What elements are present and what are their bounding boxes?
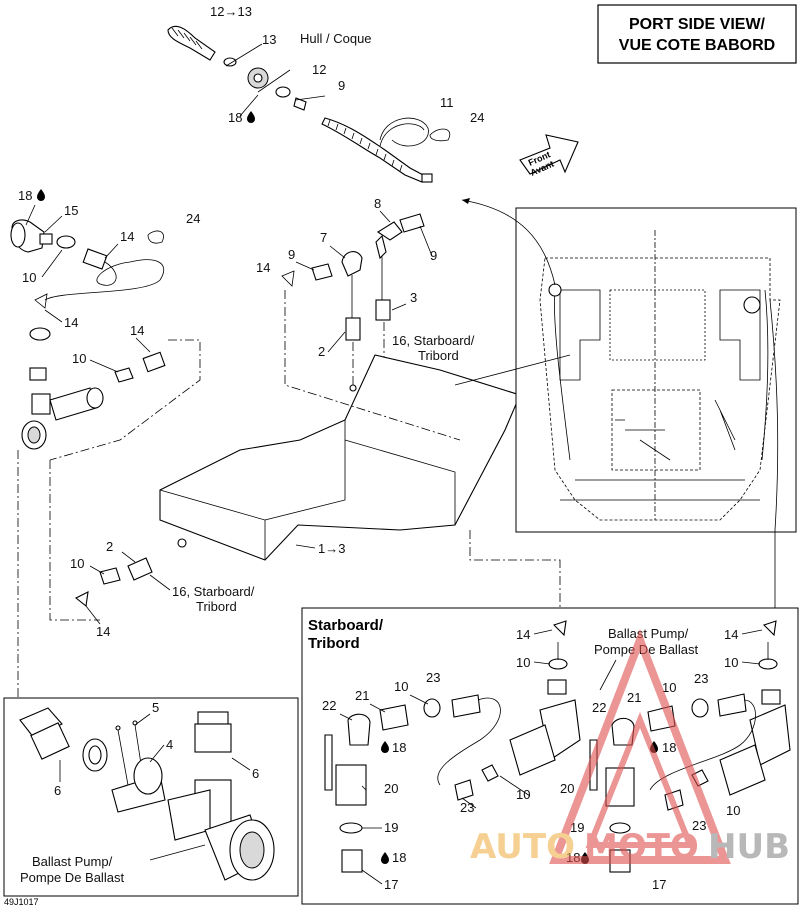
s-label-21-a: 21: [355, 688, 369, 703]
label-24-left: 24: [186, 211, 200, 226]
s-label-14-b: 14: [724, 627, 738, 642]
s-label-23-d: 23: [692, 818, 706, 833]
s-label-23-b: 23: [460, 800, 474, 815]
ballast-detail-parts: [19, 707, 275, 881]
label-6-a: 6: [54, 783, 61, 798]
watermark-hub: HUB: [708, 827, 790, 867]
label-16-b: 16, Starboard/: [172, 584, 255, 599]
label-12-13: 12→13: [210, 4, 252, 19]
label-14-a: 14: [120, 229, 134, 244]
front-arrow: Front Avant: [519, 134, 579, 178]
label-5: 5: [152, 700, 159, 715]
label-12: 12: [312, 62, 326, 77]
s-label-18-a: 18: [392, 740, 406, 755]
label-9-mid: 9: [430, 248, 437, 263]
watermark-auto: AUTO: [470, 827, 575, 867]
fuel-tank: [159, 354, 521, 561]
s-label-20-b: 20: [560, 781, 574, 796]
label-14-d: 14: [256, 260, 270, 275]
title-box: [597, 4, 797, 64]
label-ballast-pump-1: Ballast Pump/: [32, 854, 113, 869]
port-side-view-inset: [515, 207, 797, 533]
starboard-title-1: Starboard/: [308, 617, 384, 634]
s-label-22-a: 22: [322, 698, 336, 713]
label-10-a: 10: [22, 270, 36, 285]
drawing-code: 49J1017: [4, 897, 39, 907]
s-label-20-a: 20: [384, 781, 398, 796]
label-10-b: 10: [72, 351, 86, 366]
left-upper-assembly: [10, 219, 166, 450]
s-label-19-b: 19: [570, 820, 584, 835]
label-4: 4: [166, 737, 173, 752]
label-6-b: 6: [252, 766, 259, 781]
starboard-title-2: Tribord: [308, 635, 360, 652]
title-line-1: PORT SIDE VIEW/: [629, 16, 766, 33]
drop-icon: [247, 111, 255, 123]
drop-icon: [37, 189, 45, 201]
s-label-10-c: 10: [394, 679, 408, 694]
label-18-top: 18: [228, 110, 242, 125]
label-2-b: 2: [106, 539, 113, 554]
s-label-21-b: 21: [627, 690, 641, 705]
label-11: 11: [440, 95, 454, 110]
s-label-17-b: 17: [652, 877, 666, 892]
s-label-10-f: 10: [726, 803, 740, 818]
label-14-c: 14: [130, 323, 144, 338]
s-label-18-c: 18: [662, 740, 676, 755]
label-2-a: 2: [318, 344, 325, 359]
label-hull: Hull / Coque: [300, 31, 372, 46]
s-label-22-b: 22: [592, 700, 606, 715]
label-18-left: 18: [18, 188, 32, 203]
s-label-19-a: 19: [384, 820, 398, 835]
label-14-b: 14: [64, 315, 78, 330]
label-1-3: 1→3: [318, 541, 345, 556]
s-label-17-a: 17: [384, 877, 398, 892]
title-line-2: VUE COTE BABORD: [619, 37, 775, 54]
label-16-a2: Tribord: [418, 348, 459, 363]
label-7: 7: [320, 230, 327, 245]
lower-fittings: [74, 557, 153, 608]
label-8: 8: [374, 196, 381, 211]
s-label-10-b: 10: [724, 655, 738, 670]
s-label-10-e: 10: [662, 680, 676, 695]
s-label-14-a: 14: [516, 627, 530, 642]
drop-icon: [381, 852, 389, 864]
watermark-moto: MOTO: [584, 827, 699, 867]
s-label-18-b: 18: [392, 850, 406, 865]
s-label-10-a: 10: [516, 655, 530, 670]
drop-icon: [381, 741, 389, 753]
label-13: 13: [262, 32, 276, 47]
label-9-top: 9: [338, 78, 345, 93]
label-16-b2: Tribord: [196, 599, 237, 614]
s-label-23-a: 23: [426, 670, 440, 685]
automotohub-watermark: AUTO MOTO HUB: [470, 628, 790, 867]
s-label-bp-1: Ballast Pump/: [608, 626, 689, 641]
s-label-10-d: 10: [516, 787, 530, 802]
label-24-top: 24: [470, 110, 484, 125]
label-10-c: 10: [70, 556, 84, 571]
label-14-e: 14: [96, 624, 110, 639]
top-hose-assembly: [167, 25, 451, 183]
label-ballast-pump-2: Pompe De Ballast: [20, 870, 124, 885]
label-15: 15: [64, 203, 78, 218]
label-3: 3: [410, 290, 417, 305]
label-16-a: 16, Starboard/: [392, 333, 475, 348]
s-label-23-c: 23: [694, 671, 708, 686]
label-9-left: 9: [288, 247, 295, 262]
